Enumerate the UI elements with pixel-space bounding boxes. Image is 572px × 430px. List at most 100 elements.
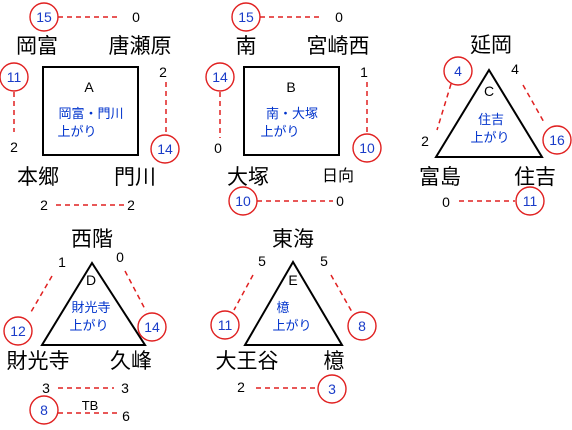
group-d: D 財光寺 上がり 西階 財光寺 久峰 1 12 0 14 3 3 8 TB 6	[3, 227, 167, 425]
group-e-triangle	[243, 260, 344, 346]
score: 1	[58, 254, 66, 270]
group-b-box	[243, 66, 340, 156]
group-e-label: E	[288, 272, 297, 288]
score: 0	[442, 194, 450, 210]
group-c-triangle	[434, 68, 544, 158]
match-circle	[352, 133, 382, 163]
match-number: 14	[212, 69, 228, 85]
match-number: 14	[144, 319, 160, 335]
group-d-triangle	[40, 261, 147, 346]
match-number: 15	[36, 9, 52, 25]
score: 2	[237, 379, 245, 395]
match-number: 10	[359, 140, 375, 156]
group-d-desc-line1: 財光寺	[71, 301, 110, 316]
group-c-label: C	[484, 83, 494, 99]
match-circle	[347, 311, 377, 341]
team-hongo: 本郷	[17, 165, 59, 189]
match-circle	[3, 316, 33, 346]
team-okatomi: 岡富	[16, 34, 58, 58]
match-number: 11	[523, 193, 538, 209]
group-c-desc-line2: 上がり	[470, 131, 509, 146]
score: 0	[116, 249, 124, 265]
match-circle	[205, 62, 235, 92]
team-tomishima: 富島	[419, 165, 461, 189]
match-circle	[231, 2, 261, 32]
match-number: 3	[328, 381, 336, 397]
group-a-desc-line2: 上がり	[57, 125, 96, 140]
team-nobeoka: 延岡	[470, 33, 512, 57]
match-circle	[29, 2, 59, 32]
score: 2	[10, 139, 18, 155]
match-number: 8	[358, 318, 366, 334]
team-kumine: 久峰	[110, 349, 152, 373]
match-circle	[515, 186, 545, 216]
match-line	[30, 275, 53, 313]
match-circle	[150, 134, 180, 164]
team-minami: 南	[236, 34, 257, 58]
match-circle	[542, 125, 572, 155]
group-c-desc-line1: 住吉	[478, 113, 504, 128]
group-e-desc-line2: 上がり	[272, 319, 311, 334]
group-e: E 檍 上がり 東海 大王谷 檍 5 11 5 8 2 3	[210, 227, 377, 404]
group-b-desc-line2: 上がり	[260, 125, 299, 140]
match-circle	[228, 186, 258, 216]
match-line	[124, 270, 147, 312]
team-karasebaru: 唐瀬原	[109, 34, 172, 58]
group-a: A 岡富・門川 上がり 岡富 唐瀬原 本郷 門川 15 0 11 2 2 14 …	[0, 2, 180, 213]
team-aoki: 檍	[324, 349, 345, 373]
match-line	[233, 274, 254, 311]
group-c: C 住吉 上がり 延岡 富島 住吉 4 2 4 16 0 11	[419, 33, 572, 216]
score: 3	[121, 380, 129, 396]
score: 5	[320, 253, 328, 269]
score: 6	[122, 408, 130, 424]
group-a-box	[42, 66, 139, 156]
match-circle	[137, 312, 167, 342]
score: 4	[511, 61, 519, 77]
group-d-label: D	[86, 272, 96, 288]
match-number: 11	[218, 317, 233, 333]
group-b-label: B	[286, 79, 295, 95]
team-sumiyoshi: 住吉	[514, 165, 556, 189]
team-otsuka: 大塚	[227, 165, 269, 189]
match-line	[330, 274, 353, 313]
match-number: 12	[10, 323, 26, 339]
match-circle	[0, 62, 29, 92]
group-d-desc-line2: 上がり	[69, 319, 108, 334]
group-b: B 南・大塚 上がり 南 宮崎西 大塚 日向 15 0 14 0 1 10 10…	[205, 2, 382, 216]
score: 0	[335, 9, 343, 25]
score: 5	[258, 253, 266, 269]
score: 3	[42, 380, 50, 396]
match-line	[522, 84, 546, 125]
group-b-desc-line1: 南・大塚	[266, 106, 318, 122]
score: 2	[127, 197, 135, 213]
score: 0	[214, 140, 222, 156]
match-circle	[317, 374, 347, 404]
score: 2	[40, 197, 48, 213]
score: 2	[421, 133, 429, 149]
match-number: 4	[454, 63, 462, 79]
match-circle	[443, 56, 473, 86]
team-kadogawa: 門川	[114, 165, 156, 189]
team-zaikoji: 財光寺	[7, 349, 70, 373]
match-number: 16	[549, 132, 565, 148]
team-daiodani: 大王谷	[216, 349, 279, 373]
match-number: 10	[235, 193, 251, 209]
team-hyuga: 日向	[322, 166, 354, 185]
team-nishishina: 西階	[71, 227, 113, 251]
match-circle	[29, 395, 59, 425]
group-e-desc-line1: 檍	[276, 301, 289, 316]
tiebreak-label: TB	[82, 398, 99, 413]
match-number: 8	[40, 402, 48, 418]
team-miyazaki-nishi: 宮崎西	[307, 34, 370, 58]
match-number: 11	[7, 69, 22, 85]
match-circle	[210, 310, 240, 340]
group-a-desc-line1: 岡富・門川	[58, 106, 123, 122]
score: 0	[132, 9, 140, 25]
score: 1	[360, 64, 368, 80]
match-line	[436, 83, 452, 131]
score: 2	[159, 64, 167, 80]
score: 0	[336, 193, 344, 209]
match-number: 14	[157, 141, 173, 157]
group-a-label: A	[84, 79, 94, 95]
